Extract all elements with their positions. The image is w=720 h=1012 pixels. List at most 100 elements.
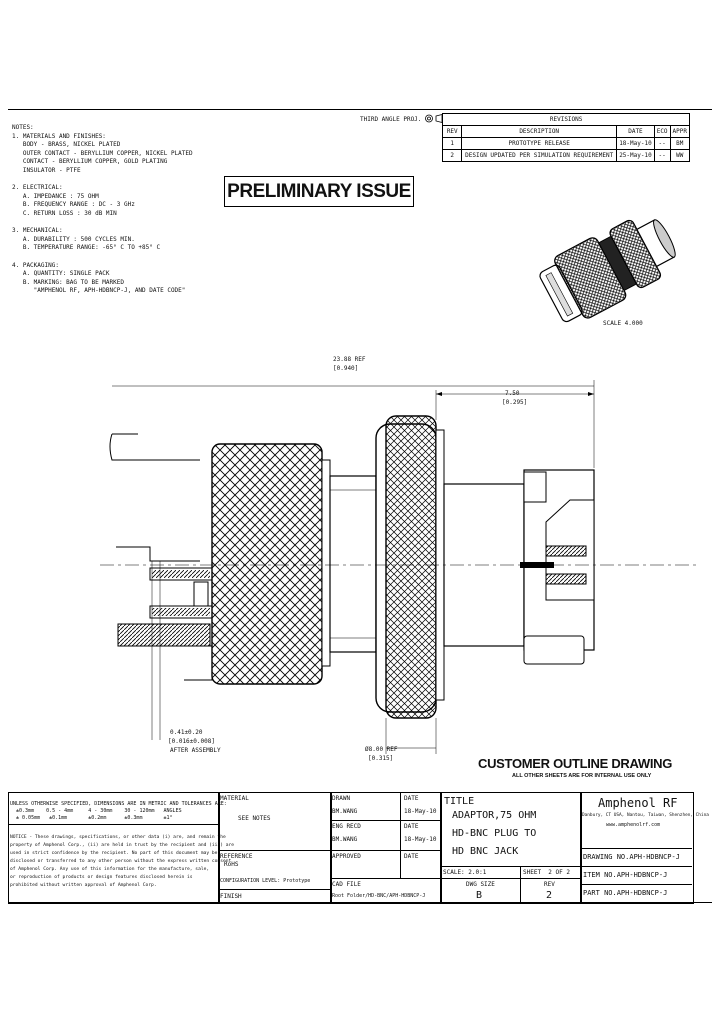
divider (218, 850, 330, 851)
contact-diameter-inch: [0.016±0.008] (168, 738, 215, 745)
date-cell: 25-May-10 (616, 149, 655, 162)
divider (580, 866, 692, 867)
tolerance-text: UNLESS OTHERWISE SPECIFIED, DIMENSIONS A… (10, 794, 227, 829)
note-line: INSULATOR - PTFE (12, 166, 81, 174)
note-line: B. TEMPERATURE RANGE: -65° C TO +85° C (12, 244, 161, 252)
approval-block (330, 792, 442, 904)
internal-use-note: ALL OTHER SHEETS ARE FOR INTERNAL USE ON… (512, 773, 652, 779)
third-angle-projection-icon (425, 113, 443, 124)
note-line: A. QUANTITY: SINGLE PACK (12, 270, 110, 278)
note-line (12, 219, 193, 228)
body-diameter-dimension: Ø8.00 REF (365, 746, 398, 753)
part-number: PART NO.APH-HDBNCP-J (583, 889, 668, 897)
notice-text: NOTICE - These drawings, specifications,… (10, 826, 234, 898)
notice-line: or reproduction of products or design fe… (10, 875, 193, 880)
connector-isometric-view (539, 219, 676, 323)
eng-date-label: DATE (404, 823, 419, 830)
dwg-size-label: DWG SIZE (466, 881, 495, 888)
note-line: 1. MATERIALS AND FINISHES: (12, 132, 106, 140)
revision-table: REVISIONS REV DESCRIPTION DATE ECO APPR … (358, 113, 691, 162)
approved-label: APPROVED (332, 853, 361, 860)
notice-line: property of Amphenol Corp., (ii) are hel… (10, 843, 235, 848)
eng-label: ENG RECD (332, 823, 361, 830)
divider (330, 820, 440, 821)
note-line: 2. ELECTRICAL: (12, 184, 63, 192)
drawn-date-label: DATE (404, 795, 419, 802)
notice-line: disclosed or transferred to any other pe… (10, 859, 232, 864)
configuration-level: CONFIGURATION LEVEL: Prototype (220, 878, 311, 884)
eco-col-header: ECO (653, 125, 671, 138)
rev-label: REV (544, 881, 555, 888)
desc-cell: DESIGN UPDATED PER SIMULATION REQUIREMEN… (461, 149, 618, 162)
jack-length-dimension: 7.50 (505, 390, 520, 397)
rev-cell: 1 (442, 137, 463, 150)
body-diameter-inch: [0.315] (368, 755, 394, 762)
note-line: A. DURABILITY : 500 CYCLES MIN. (12, 235, 135, 243)
tolerance-block (8, 792, 220, 904)
reference-label: REFERENCE (220, 853, 253, 860)
rev-value: 2 (546, 890, 553, 901)
revision-row: 1 PROTOTYPE RELEASE 18-May-10 -- BM (358, 137, 691, 150)
notice-line: NOTICE - These drawings, specifications,… (10, 835, 226, 840)
date-cell: 18-May-10 (616, 137, 655, 150)
cad-file-value: Root Folder/HD-BNC/APH-HDBNCP-J (332, 893, 426, 899)
divider (330, 850, 440, 851)
title-line-1: ADAPTOR,75 OHM (452, 810, 537, 821)
note-line: NOTES: (12, 124, 34, 131)
sheet-bottom-border (8, 902, 712, 903)
material-label: MATERIAL (220, 795, 249, 802)
desc-col-header: DESCRIPTION (461, 125, 618, 138)
material-block (218, 792, 332, 904)
rev-cell: 2 (442, 149, 463, 162)
rev-col-header: REV (442, 125, 463, 138)
sheet-value: SHEET 2 OF 2 (523, 869, 570, 876)
eng-date: 18-May-10 (404, 836, 437, 843)
note-line: "AMPHENOL RF, APH-HDBNCP-J, AND DATE COD… (12, 287, 186, 295)
revision-row: 2 DESIGN UPDATED PER SIMULATION REQUIREM… (358, 149, 691, 162)
revisions-title: REVISIONS (442, 113, 690, 126)
eng-by: BM.WANG (332, 836, 358, 843)
notes-block: NOTES: 1. MATERIALS AND FINISHES: BODY -… (12, 124, 193, 296)
drawn-date: 18-May-10 (404, 808, 437, 815)
appr-cell: BM (669, 137, 691, 150)
approved-date-label: DATE (404, 853, 419, 860)
note-line: C. RETURN LOSS : 30 dB MIN (12, 209, 117, 217)
eco-cell: -- (653, 137, 671, 150)
overall-length-dimension: 23.88 REF (333, 356, 366, 363)
divider (440, 878, 580, 879)
note-line: BODY - BRASS, NICKEL PLATED (12, 141, 121, 149)
company-address: Danbury, CT USA, Nantou, Taiwan, Shenzhe… (582, 813, 709, 818)
material-value: SEE NOTES (238, 815, 271, 822)
appr-col-header: APPR (669, 125, 691, 138)
tolerance-line: ±0.3mm 0.5 - 4mm 4 - 30mm 30 - 120mm ANG… (10, 808, 182, 814)
reference-value: RoHS (224, 861, 239, 868)
tolerance-line: ± 0.05mm ±0.1mm ±0.2mm ±0.3mm ±1° (10, 815, 173, 821)
notice-line: prohibited without written approval of A… (10, 883, 157, 888)
divider (218, 889, 330, 890)
scale-value: SCALE: 2.0:1 (443, 869, 487, 876)
title-label: TITLE (444, 796, 475, 807)
appr-cell: WW (669, 149, 691, 162)
drawn-by: BM.WANG (332, 808, 358, 815)
note-line: 3. MECHANICAL: (12, 227, 63, 235)
title-line-3: HD BNC JACK (452, 846, 519, 857)
note-line: B. FREQUENCY RANGE : DC - 3 GHz (12, 201, 135, 209)
notice-line: of Amphenol Corp. Any use of this inform… (10, 867, 210, 872)
title-line-2: HD-BNC PLUG TO (452, 828, 537, 839)
note-line: B. MARKING: BAG TO BE MARKED (12, 278, 124, 286)
drawn-label: DRAWN (332, 795, 351, 802)
eco-cell: -- (653, 149, 671, 162)
divider (440, 866, 580, 867)
divider (330, 878, 440, 879)
connector-side-view (100, 380, 700, 754)
scale-label: SCALE 4.000 (603, 320, 643, 327)
overall-length-inch: [0.940] (333, 365, 359, 372)
sheet-top-border (8, 109, 712, 110)
note-line (12, 253, 193, 262)
cad-file-label: CAD FILE (332, 881, 361, 888)
divider (520, 866, 521, 902)
divider (580, 884, 692, 885)
divider (400, 792, 401, 878)
note-line: CONTACT - BERYLLIUM COPPER, GOLD PLATING (12, 158, 168, 166)
company-website: www.amphenolrf.com (606, 822, 661, 828)
